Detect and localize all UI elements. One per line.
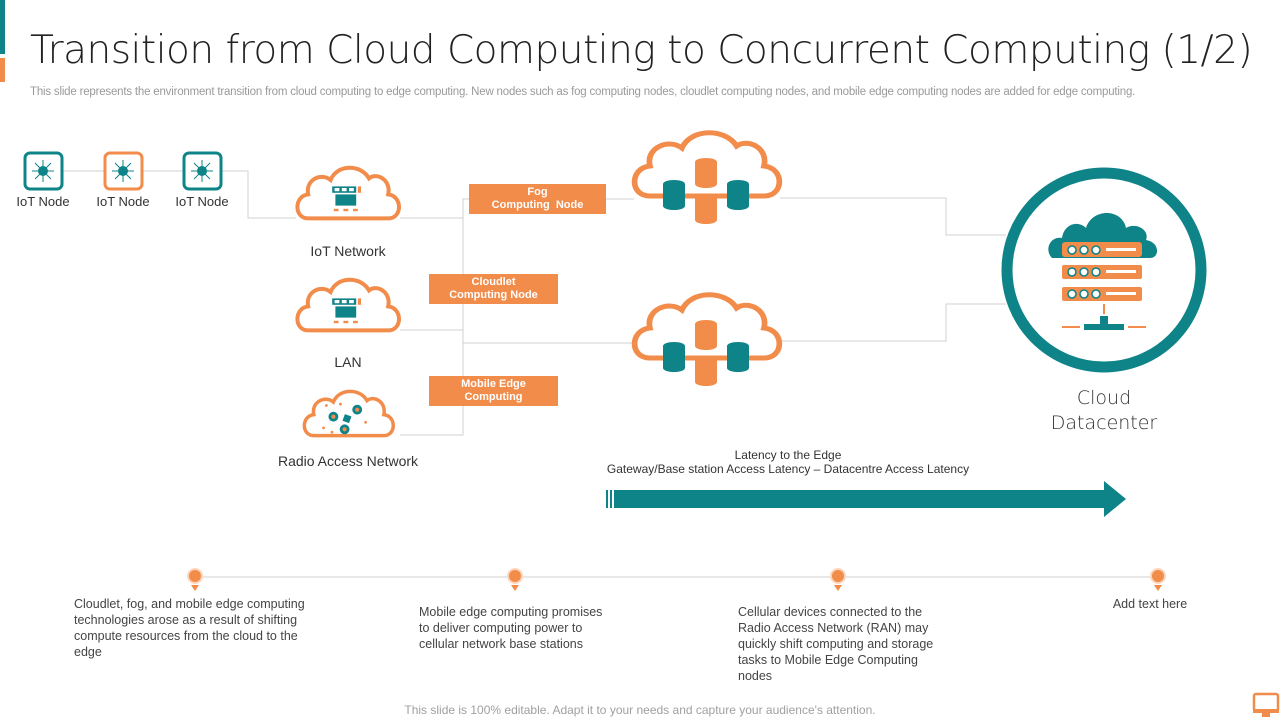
chip-icon	[32, 160, 54, 182]
timeline-marker-4	[1150, 568, 1166, 591]
timeline-text-3: Cellular devices connected to the Radio …	[738, 605, 934, 683]
cloud-outline	[297, 168, 399, 219]
latency-title: Latency to the Edge	[734, 448, 842, 462]
cloud-outline	[297, 280, 399, 331]
network-label-iot: IoT Network	[310, 243, 386, 259]
network-label-ran: Radio Access Network	[277, 453, 419, 469]
iot-node-label: IoT Node	[175, 194, 229, 209]
connector-fog-to-datacenter	[780, 197, 1006, 236]
accent-bar-teal	[0, 0, 5, 54]
tag-line: Computing Node	[449, 289, 538, 301]
timeline-text-4: Add text here	[1112, 597, 1188, 611]
tag-line: Mobile Edge	[461, 378, 526, 390]
tag-line: Computing	[464, 391, 523, 403]
connector-to-fog-tag	[462, 198, 469, 218]
cloud-radio-access-network[interactable]	[302, 389, 395, 438]
tag-mobile-edge-computing[interactable]: Mobile Edge Computing	[429, 376, 558, 406]
network-label-lan: LAN	[334, 354, 362, 370]
iot-node-3[interactable]	[182, 151, 223, 191]
iot-node-label: IoT Node	[96, 194, 150, 209]
monitor-icon[interactable]	[1252, 692, 1280, 717]
network-switch-icon	[332, 298, 361, 324]
user-network-icon	[322, 402, 367, 435]
tag-line: Cloudlet	[471, 276, 516, 288]
chip-icon	[112, 160, 134, 182]
connector-lines	[63, 170, 1158, 578]
tag-fog-computing-node[interactable]: Fog Computing Node	[469, 184, 606, 214]
datacenter-label-line: Datacenter	[1050, 412, 1158, 434]
timeline-text-2: Mobile edge computing promises to delive…	[419, 605, 603, 651]
connector-cloudlet-to-datacenter	[780, 303, 1006, 342]
timeline-marker-1	[187, 568, 203, 591]
latency-subtitle: Gateway/Base station Access Latency – Da…	[606, 462, 970, 476]
cloud-iot-network[interactable]	[297, 168, 399, 219]
footer-note: This slide is 100% editable. Adapt it to…	[404, 703, 876, 717]
cloud-lan[interactable]	[297, 280, 399, 331]
iot-node-2[interactable]	[103, 151, 144, 191]
datacenter-label-line: Cloud	[1076, 387, 1132, 409]
tag-line: Fog	[527, 186, 548, 198]
timeline-text-1: Cloudlet, fog, and mobile edge computing…	[74, 597, 305, 659]
iot-node-1[interactable]	[23, 151, 64, 191]
slide-title: Transition from Cloud Computing to Concu…	[30, 28, 1253, 73]
datacenter-label: Cloud Datacenter	[1024, 386, 1184, 436]
accent-bar-orange	[0, 58, 5, 82]
cloud-datacenter[interactable]	[1001, 167, 1207, 373]
timeline-marker-2	[507, 568, 523, 591]
latency-label: Latency to the Edge Gateway/Base station…	[600, 448, 976, 476]
network-switch-icon	[332, 186, 361, 212]
connector-networks-bus	[400, 217, 464, 436]
cloud-server-icon	[1048, 213, 1158, 330]
slide-subtitle: This slide represents the environment tr…	[30, 86, 1136, 98]
latency-arrow	[606, 481, 1126, 517]
tag-cloudlet-computing-node[interactable]: Cloudlet Computing Node	[429, 274, 558, 304]
iot-node-label: IoT Node	[16, 194, 70, 209]
connector-iot-to-network	[222, 170, 296, 219]
tag-line: Computing Node	[491, 199, 584, 211]
timeline-marker-3	[830, 568, 846, 591]
chip-icon	[191, 160, 213, 182]
